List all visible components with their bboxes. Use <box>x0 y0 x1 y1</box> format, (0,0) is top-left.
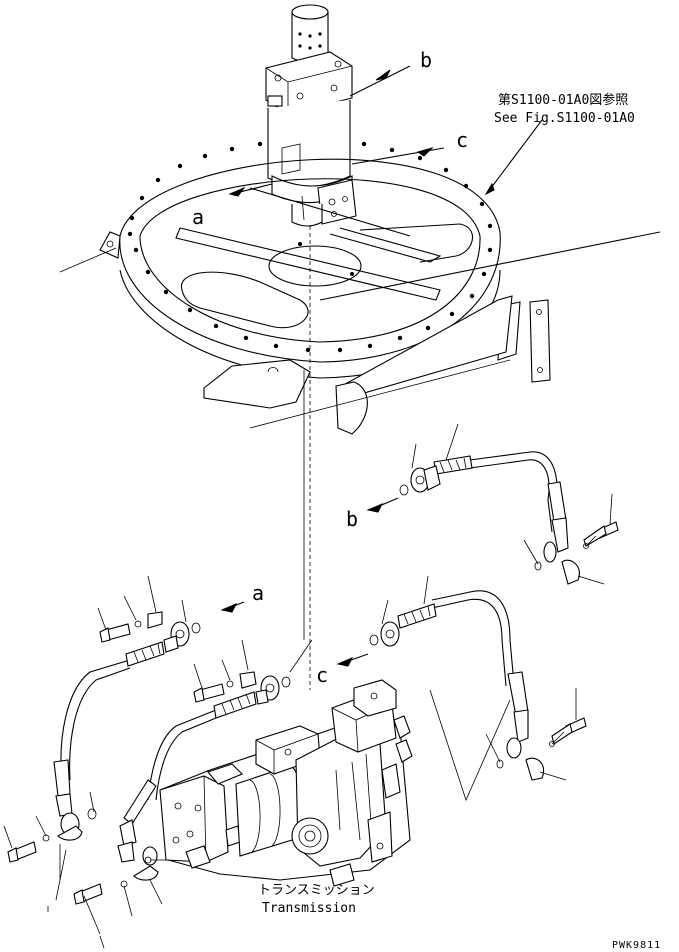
transmission-assembly <box>159 679 413 887</box>
hose-c-assembly <box>369 575 587 802</box>
revolving-frame-ring <box>59 141 661 435</box>
hose-middle-assembly <box>73 639 291 949</box>
swivel-joint <box>265 4 357 227</box>
ring-bolt-holes <box>127 141 493 353</box>
callout-a-lower: a <box>252 581 264 605</box>
hose-a-assembly <box>3 575 201 912</box>
callout-c-lower: c <box>316 663 328 687</box>
transmission-en: Transmission <box>262 901 356 916</box>
page-code: PWK9811 <box>612 940 661 951</box>
callout-a-top: a <box>192 205 204 229</box>
callout-c-top: c <box>456 128 468 152</box>
hose-b-assembly <box>399 423 619 585</box>
reference-en: See Fig.S1100-01A0 <box>494 111 635 126</box>
callout-b-top: b <box>420 48 432 72</box>
text-labels: b c a b a c 第S1100-01A0図参照 See Fig.S1100… <box>192 48 661 951</box>
reference-jp: 第S1100-01A0図参照 <box>498 92 628 108</box>
callout-b-lower: b <box>346 507 358 531</box>
callout-arrows <box>220 65 543 690</box>
transmission-jp: トランスミッション <box>258 883 375 898</box>
